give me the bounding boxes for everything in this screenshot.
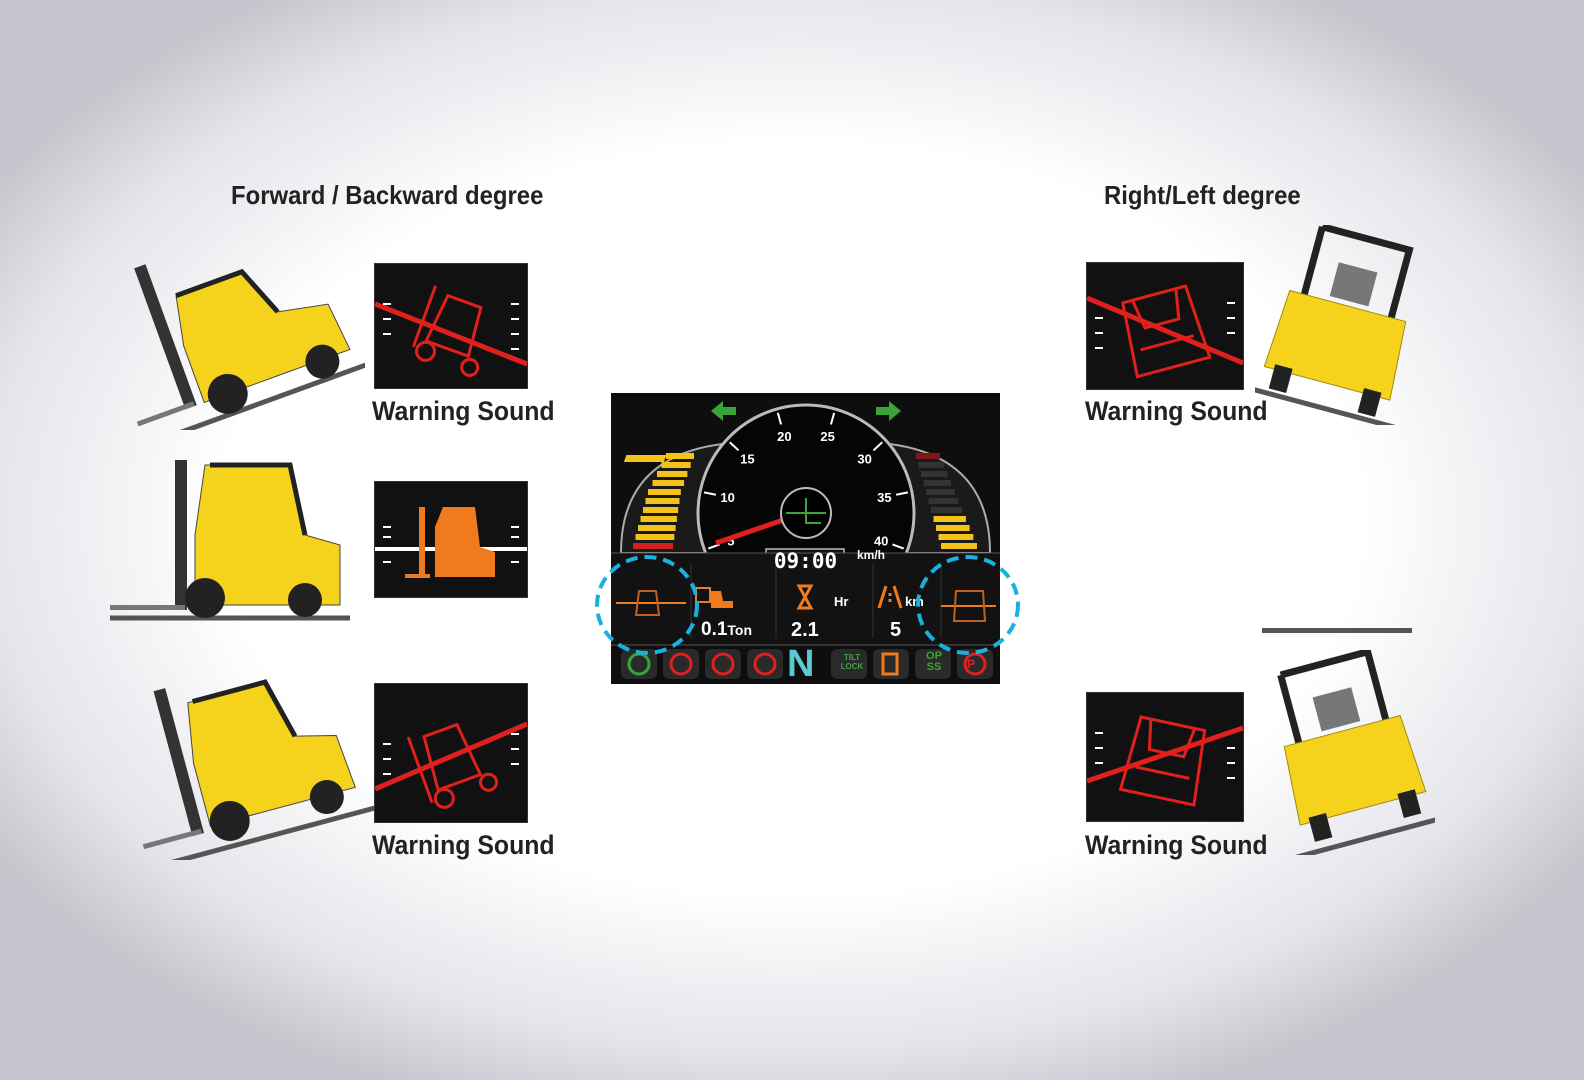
temp-level-bar <box>933 516 966 522</box>
right-left-title: Right/Left degree <box>1104 180 1301 210</box>
temp-level-bar <box>921 471 948 477</box>
speed-tick <box>729 441 740 452</box>
dashboard-display: 5 10 15 20 25 30 35 40 09:00 km/h 0.1Ton Hr 2.1… <box>611 393 1000 684</box>
opss-lamp: OP SS <box>926 650 942 673</box>
speed-tick <box>829 412 836 425</box>
opss-lamp-bg-frame <box>915 649 951 679</box>
speed-unit: km/h <box>857 548 886 562</box>
forward-backward-title: Forward / Backward degree <box>231 180 544 210</box>
temp-level-bar <box>916 453 940 459</box>
pitch-status-icon <box>616 590 686 616</box>
tilt-lock-lamp-bg-frame <box>831 649 867 679</box>
speed-tick <box>703 491 717 496</box>
temp-level-bar <box>926 489 955 495</box>
fuel-level-bar <box>645 498 680 504</box>
speed-tick-label: 30 <box>857 452 871 467</box>
fuel-level-bar <box>648 489 681 495</box>
fuel-level-bar <box>661 462 691 468</box>
fuel-level-bar <box>643 507 679 513</box>
brake-fluid-lamp <box>669 652 693 676</box>
roll-status-icon <box>941 590 996 622</box>
right-tilt-warning-icon <box>1086 262 1244 390</box>
battery-lamp-frame <box>705 649 741 679</box>
forklift-rear-left-tilt-image <box>1277 650 1435 855</box>
speed-tick <box>872 441 883 452</box>
hourglass-icon <box>796 584 814 610</box>
parking-brake-lamp-bg <box>963 652 987 676</box>
speed-tick <box>895 491 909 496</box>
forklift-forward-tilt-image <box>125 264 365 430</box>
tilt-indicator-icon <box>786 498 826 524</box>
speed-tick-label: 5 <box>727 533 734 548</box>
speed-needle <box>715 517 784 546</box>
fuel-level-bar <box>657 471 688 477</box>
temp-level-bar <box>938 534 974 540</box>
fuel-level-bar <box>638 525 676 531</box>
fuel-filter-lamp <box>881 652 899 676</box>
hours-unit: Hr <box>834 594 849 609</box>
hours-value: 2.1 <box>791 619 819 641</box>
left-tilt-warning-icon <box>1086 692 1244 822</box>
level-ok-icon <box>374 481 528 598</box>
temp-level-bar <box>923 480 952 486</box>
speed-tick-label: 25 <box>820 429 834 444</box>
load-value: 0.1 <box>701 619 728 640</box>
fuel-gauge <box>623 455 667 462</box>
backward-tilt-warning-icon <box>374 683 528 823</box>
temp-level-bar <box>941 543 977 549</box>
forklift-backward-tilt-image <box>138 679 375 860</box>
warning-sound-label: Warning Sound <box>372 830 555 860</box>
battery-lamp <box>711 652 735 676</box>
temp-level-bar <box>918 462 944 468</box>
highlight-circles <box>595 555 1020 655</box>
warning-sound-label: Warning Sound <box>1085 396 1268 426</box>
forklift-rear-right-tilt-image <box>1255 225 1414 425</box>
engine-preheat-lamp-frame <box>621 649 657 679</box>
fuel-level-bar <box>666 453 694 459</box>
warning-sound-label: Warning Sound <box>372 396 555 426</box>
right-turn-signal-icon <box>876 401 901 421</box>
speed-tick-label: 15 <box>740 452 754 467</box>
oil-pressure-lamp-frame <box>747 649 783 679</box>
forklift-level-image <box>110 460 350 621</box>
tilt-lock-lamp: TILT LOCK <box>840 653 864 671</box>
speed-tick <box>776 412 783 425</box>
temp-level-bar <box>928 498 959 504</box>
fuel-level-bar <box>652 480 685 486</box>
clock-display: 09:00 <box>773 549 838 573</box>
temp-level-bar <box>931 507 963 513</box>
speed-tick-label: 20 <box>777 429 791 444</box>
load-icon <box>695 587 733 608</box>
speed-tick-label: 10 <box>720 490 734 505</box>
oil-pressure-lamp <box>753 652 777 676</box>
gear-indicator: N <box>787 643 815 685</box>
level-line <box>1262 628 1412 633</box>
forward-tilt-warning-icon <box>374 263 528 389</box>
speed-tick <box>707 543 720 550</box>
brake-fluid-lamp-frame <box>663 649 699 679</box>
parking-brake-lamp: P <box>967 657 976 671</box>
distance-value: 5 <box>890 619 902 641</box>
temp-level-bar <box>936 525 970 531</box>
left-turn-signal-icon <box>711 401 736 421</box>
fuel-level-bar <box>633 543 673 549</box>
speed-tick <box>892 543 905 550</box>
road-icon <box>877 585 903 609</box>
load-unit: Ton <box>727 622 753 638</box>
warning-sound-label: Warning Sound <box>1085 830 1268 860</box>
parking-brake-lamp-bg-frame <box>957 649 993 679</box>
speed-tick-label: 35 <box>877 490 891 505</box>
fuel-level-bar <box>635 534 675 540</box>
speed-tick-label: 40 <box>874 533 888 548</box>
fuel-level-bar <box>640 516 677 522</box>
